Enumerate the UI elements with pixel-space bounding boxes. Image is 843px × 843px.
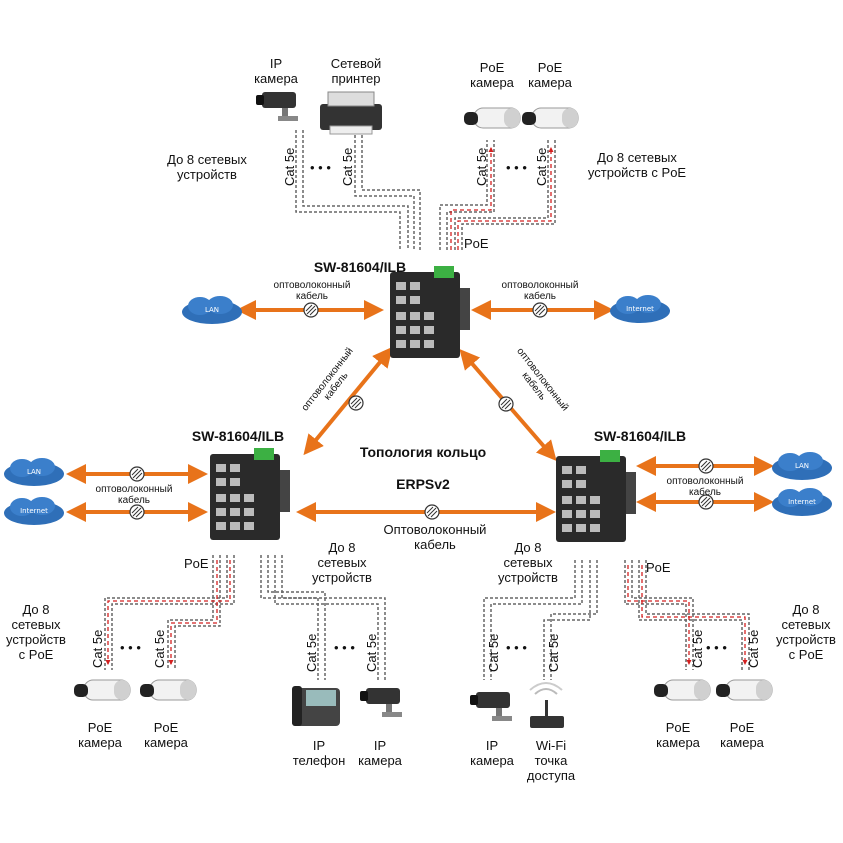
ellipsis: • • • [310,160,331,175]
cat5e-label: Cat 5e [746,629,761,668]
ellipsis: • • • [506,640,527,655]
cat5e-label: Cat 5e [304,633,319,672]
ellipsis: • • • [706,640,727,655]
cat5e-label: Cat 5e [340,147,355,186]
fiber-label: оптоволоконный кабель [666,476,744,498]
switch-right-icon [556,450,636,542]
cat5e-label: Cat 5e [90,629,105,668]
device-label: IP камера [254,56,298,86]
device-label: IP камера [358,738,402,768]
switch-top-icon [390,266,470,358]
fiber-label: Оптоволоконный кабель [383,522,487,552]
device-label: IP телефон [292,738,346,768]
group-note: До 8 сетевых устройств с PoE [587,150,687,180]
group-note: До 8 сетевых устройств с PoE [776,602,836,662]
poe-camera-icon [73,679,131,701]
ellipsis: • • • [120,640,141,655]
cat5e-label: Cat 5e [546,633,561,672]
switch-left-icon [210,448,290,540]
device-label: PoE камера [720,720,764,750]
device-label: PoE камера [470,60,514,90]
ellipsis: • • • [334,640,355,655]
printer-icon [320,91,382,135]
group-note: До 8 сетевых устройств [167,152,247,182]
ip-camera-icon [360,688,402,717]
ellipsis: • • • [506,160,527,175]
switch-right-label: SW-81604/ILB [593,428,687,444]
device-label: PoE камера [528,60,572,90]
topology-title-line2: ERPSv2 [396,476,450,492]
cat5e-label: Cat 5e [474,147,489,186]
copper-cables [104,130,750,680]
poe-camera-icon [653,679,711,701]
cat5e-label: Cat 5e [282,147,297,186]
topology-title-line1: Топология кольцо [359,444,487,460]
cloud-label: Internet [788,498,816,506]
group-note: До 8 сетевых устройств [312,540,372,585]
topology-title: Топология кольцо ERPSv2 [348,428,498,492]
cat5e-label: Cat 5e [690,629,705,668]
fiber-label: оптоволоконный кабель [273,280,351,302]
ip-camera-icon [256,92,298,121]
cat5e-label: Cat 5e [486,633,501,672]
device-label: PoE камера [78,720,122,750]
ip-camera-icon [470,692,512,721]
cat5e-label: Cat 5e [152,629,167,668]
poe-label: PoE [464,236,489,251]
poe-camera-icon [521,107,579,129]
poe-label: PoE [184,556,209,571]
cat5e-label: Cat 5e [534,147,549,186]
poe-camera-icon [139,679,197,701]
device-label: Сетевой принтер [330,56,382,86]
group-note: До 8 сетевых устройств с PoE [6,602,66,662]
device-label: PoE камера [656,720,700,750]
fiber-label: оптоволоконный кабель [501,280,579,302]
poe-lines [105,146,748,666]
device-label: Wi-Fi точка доступа [526,738,576,783]
cloud-label: Internet [20,507,48,515]
cat5e-label: Cat 5e [364,633,379,672]
switch-top-label: SW-81604/ILB [313,259,407,275]
fiber-label: оптоволоконный кабель [95,484,173,506]
cloud-label: Internet [626,305,654,313]
cloud-label: LAN [26,468,42,476]
poe-camera-icon [715,679,773,701]
poe-camera-icon [463,107,521,129]
poe-label: PoE [646,560,671,575]
cloud-label: LAN [204,306,220,314]
group-note: До 8 сетевых устройств [498,540,558,585]
device-label: IP камера [470,738,514,768]
switch-left-label: SW-81604/ILB [191,428,285,444]
cloud-label: LAN [794,462,810,470]
device-label: PoE камера [144,720,188,750]
wifi-ap-icon [529,682,564,728]
ip-phone-icon [292,686,340,726]
